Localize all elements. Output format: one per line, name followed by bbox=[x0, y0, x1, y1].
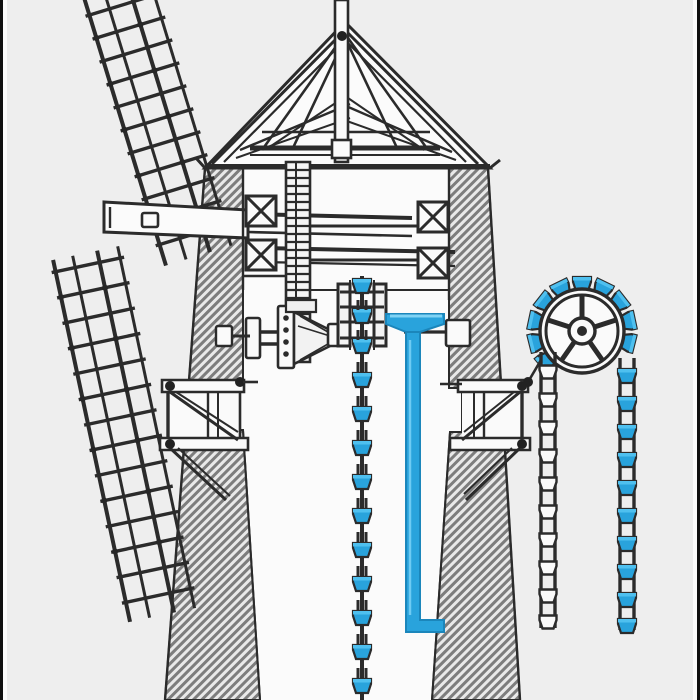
pinion-cone-hatch bbox=[297, 315, 331, 361]
outer-chain-top-link bbox=[523, 359, 543, 387]
border-right-inner bbox=[693, 0, 697, 700]
gallery-right-brace-a bbox=[461, 390, 521, 442]
border-left bbox=[0, 0, 3, 700]
brace-diag-left bbox=[239, 102, 351, 152]
sprocket-axle bbox=[577, 326, 587, 336]
brace-diag-left2 bbox=[235, 117, 351, 159]
gallery-left bbox=[158, 377, 250, 502]
border-right bbox=[697, 0, 700, 700]
gallery-left-deck bbox=[160, 378, 246, 394]
brace-diag-right3 bbox=[347, 97, 425, 151]
gallery-left-node-a bbox=[165, 381, 175, 391]
gallery-right-node-b bbox=[517, 439, 527, 449]
tower-inner-left bbox=[242, 429, 261, 700]
border-left-inner bbox=[3, 0, 7, 700]
sail-rail-b2 bbox=[71, 255, 152, 619]
bucket-chain-drive-drum bbox=[336, 280, 388, 350]
gallery-right bbox=[448, 378, 532, 502]
inner-chain-links bbox=[356, 300, 368, 678]
shaft-body bbox=[333, 0, 350, 164]
axle-wall-bearing bbox=[214, 324, 234, 348]
axle-bearing-right bbox=[444, 318, 472, 348]
gallery-right-brace-c bbox=[464, 446, 522, 502]
windshaft-lower bbox=[247, 230, 413, 238]
external-sprocket-wheel bbox=[526, 275, 638, 375]
sail-rail-d2 bbox=[116, 245, 197, 609]
joint-box-left-lower bbox=[244, 238, 278, 272]
outer-chain-filled-strand bbox=[616, 358, 638, 635]
eave-left bbox=[194, 156, 207, 170]
gallery-left-node-c bbox=[235, 377, 245, 387]
chain-guide-node bbox=[523, 377, 533, 387]
sail-rail-c bbox=[113, 0, 212, 253]
sail-stock-beam bbox=[102, 200, 456, 268]
rafter-left-outer bbox=[210, 28, 347, 166]
gallery-left-brace-a bbox=[169, 390, 239, 442]
gallery-right-rail bbox=[448, 436, 532, 452]
stock-beam-body bbox=[102, 200, 250, 240]
mill-tower bbox=[163, 167, 522, 700]
stock-beam-mortise bbox=[140, 211, 160, 229]
pinion-teeth-pegs bbox=[283, 315, 289, 357]
discharge-pipe-body bbox=[385, 313, 445, 633]
beam-end-joints bbox=[244, 194, 450, 280]
gallery-left-node-b bbox=[165, 439, 175, 449]
gallery-right-brace-b bbox=[463, 391, 515, 433]
windmill-sail-lower bbox=[51, 245, 197, 623]
sail-nodes-lower bbox=[58, 284, 163, 555]
brace-diag-right bbox=[345, 104, 453, 154]
bucket-chain-inner bbox=[351, 276, 373, 700]
gallery-left-brace-d bbox=[177, 447, 231, 497]
tower-inner-right bbox=[431, 431, 451, 700]
sail-rail-d bbox=[135, 0, 233, 247]
sail-rungs-lower bbox=[51, 255, 195, 605]
axle-bearing-left bbox=[244, 316, 262, 360]
pinion-and-axle bbox=[214, 298, 472, 370]
sail-rail-a2 bbox=[51, 259, 132, 623]
drum-side-lines bbox=[349, 280, 375, 350]
gallery-right-deck bbox=[456, 378, 530, 394]
tower-interior bbox=[165, 168, 520, 700]
joint-box-right-upper bbox=[416, 200, 450, 234]
eave-right bbox=[489, 158, 501, 170]
outer-chain-empty-strand bbox=[538, 352, 558, 630]
water-discharge-chute bbox=[385, 313, 445, 633]
shaft-pivot-node bbox=[337, 31, 347, 41]
joint-box-right-lower bbox=[416, 246, 450, 280]
gallery-left-brace-c bbox=[168, 446, 228, 502]
joint-box-left-upper bbox=[244, 194, 278, 228]
shaft-collar bbox=[330, 138, 353, 160]
main-vertical-shaft bbox=[330, 0, 353, 164]
gallery-right-brace-d bbox=[463, 447, 513, 495]
brace-diag-left3 bbox=[267, 95, 347, 149]
pinion-top-block bbox=[284, 298, 318, 314]
brace-diag-right2 bbox=[343, 119, 457, 161]
tower-interior-partitions bbox=[241, 168, 462, 386]
sail-rail-c2 bbox=[95, 250, 177, 613]
rafter-right-outer bbox=[343, 28, 480, 166]
